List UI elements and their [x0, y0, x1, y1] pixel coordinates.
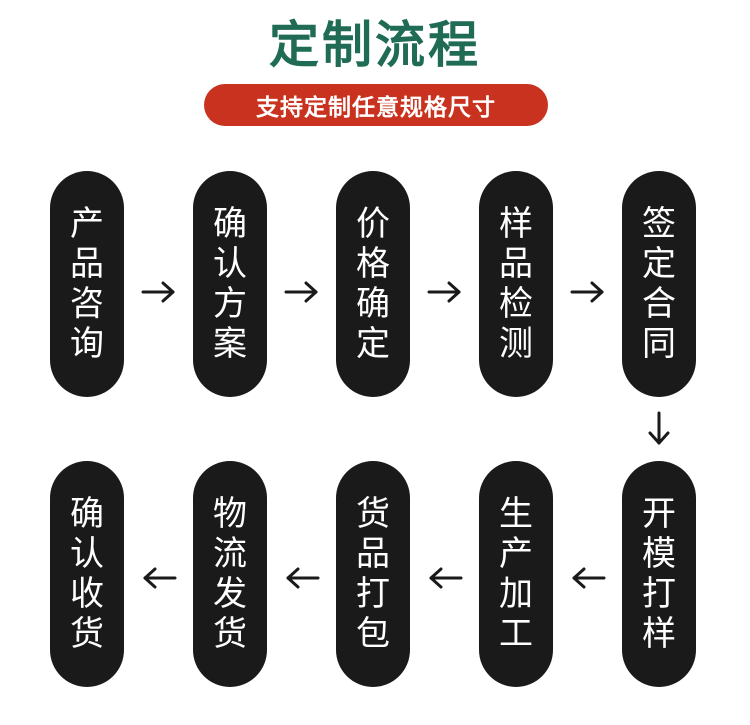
step-sign-contract: 签定合同 — [622, 171, 696, 397]
arrow-left-icon — [572, 567, 606, 589]
step-packing: 货品打包 — [336, 461, 410, 687]
step-label: 签定合同 — [642, 204, 676, 364]
step-production: 生产加工 — [479, 461, 553, 687]
step-mold-sample: 开模打样 — [622, 461, 696, 687]
step-receive-confirm: 确认收货 — [50, 461, 124, 687]
subtitle-badge: 支持定制任意规格尺寸 — [204, 84, 548, 126]
arrow-right-icon — [284, 281, 318, 303]
step-confirm-plan: 确认方案 — [193, 171, 267, 397]
arrow-right-icon — [141, 281, 175, 303]
page-title: 定制流程 — [269, 16, 481, 74]
step-label: 开模打样 — [642, 494, 676, 654]
step-label: 货品打包 — [356, 494, 390, 654]
step-label: 样品检测 — [499, 204, 533, 364]
step-label: 价格确定 — [356, 204, 390, 364]
arrow-left-icon — [143, 567, 177, 589]
step-product-consult: 产品咨询 — [50, 171, 124, 397]
step-label: 确认方案 — [213, 204, 247, 364]
arrow-down-icon — [648, 411, 670, 445]
arrow-left-icon — [429, 567, 463, 589]
arrow-left-icon — [286, 567, 320, 589]
step-label: 确认收货 — [70, 494, 104, 654]
step-label: 物流发货 — [213, 494, 247, 654]
step-label: 生产加工 — [499, 494, 533, 654]
step-shipping: 物流发货 — [193, 461, 267, 687]
subtitle-text: 支持定制任意规格尺寸 — [256, 95, 496, 121]
step-label: 产品咨询 — [70, 204, 104, 364]
arrow-right-icon — [427, 281, 461, 303]
step-sample-test: 样品检测 — [479, 171, 553, 397]
arrow-right-icon — [570, 281, 604, 303]
step-price-confirm: 价格确定 — [336, 171, 410, 397]
